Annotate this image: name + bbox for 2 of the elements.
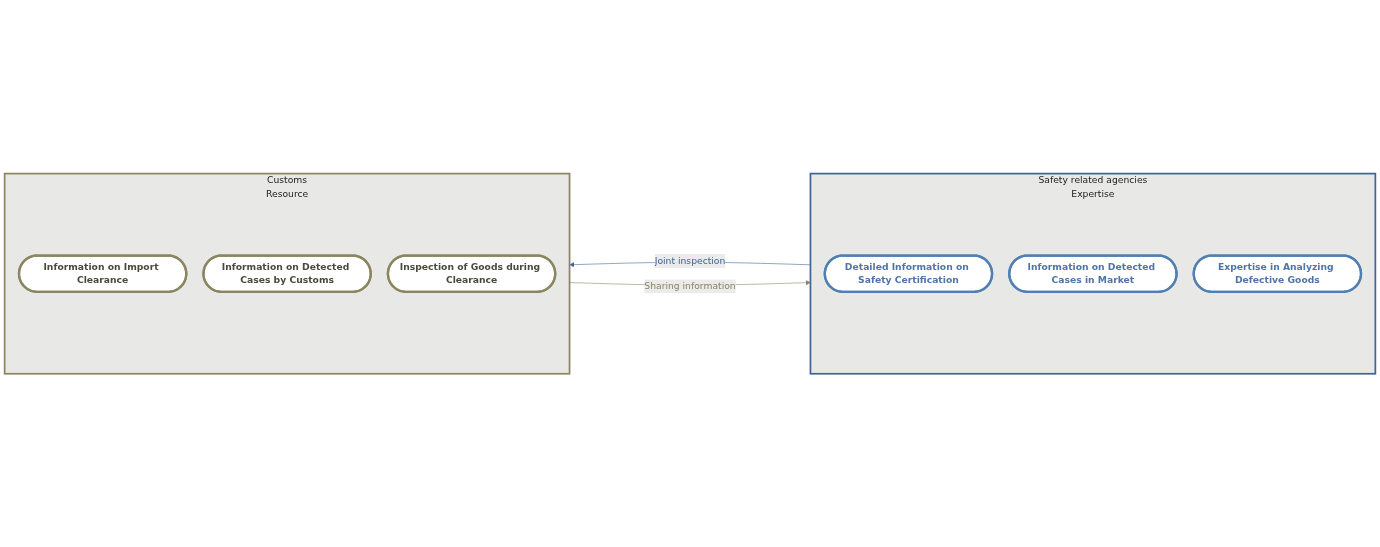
- edge-label: Sharing information: [644, 280, 736, 292]
- edge-label: Joint inspection: [654, 255, 726, 267]
